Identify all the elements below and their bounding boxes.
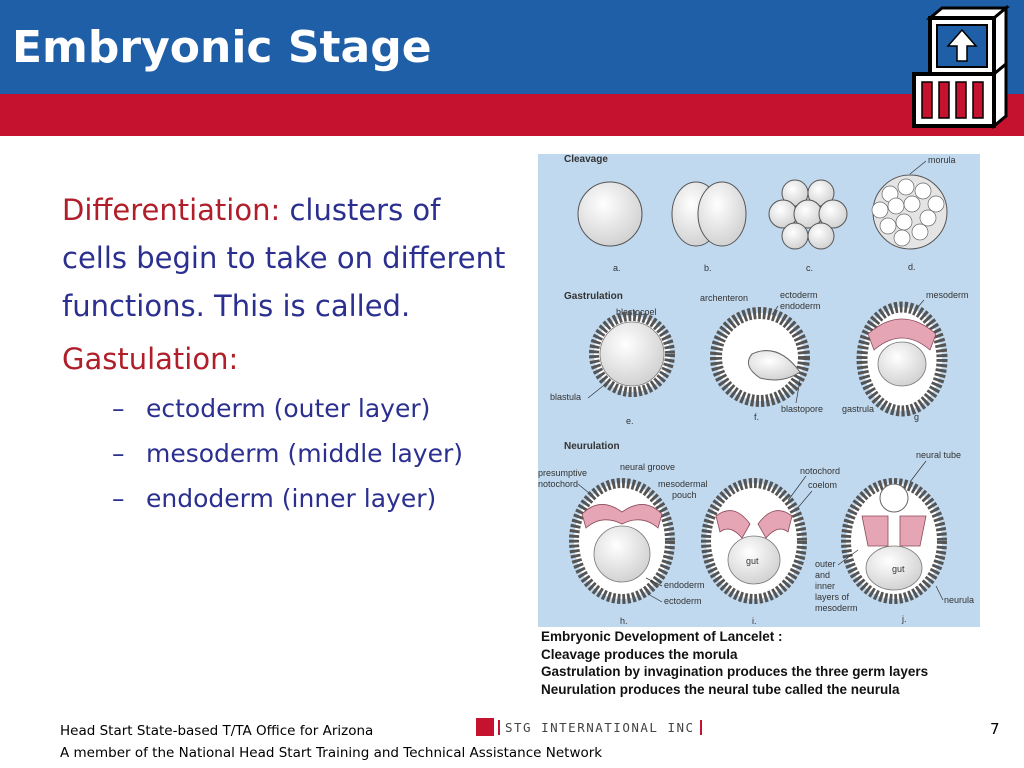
- label-outer: outer: [815, 559, 836, 569]
- list-item-mesoderm: –mesoderm (middle layer): [62, 433, 512, 475]
- label-gut-i: gut: [746, 556, 759, 566]
- stg-logo-text: STG INTERNATIONAL INC: [498, 719, 702, 735]
- footer-text: Head Start State-based T/TA Office for A…: [60, 720, 602, 764]
- label-mesodermal: mesodermal: [658, 479, 708, 489]
- morula-cell-cluster: [871, 174, 948, 250]
- panel-i: i.: [752, 616, 757, 626]
- panel-c: c.: [806, 263, 813, 273]
- caption-line-neurulation: Neurulation produces the neural tube cal…: [541, 681, 900, 697]
- label-neural-tube: neural tube: [916, 450, 961, 460]
- label-endoderm-h: endoderm: [664, 580, 705, 590]
- label-blastula: blastula: [550, 392, 581, 402]
- figure-caption: Embryonic Development of Lancelet : Clea…: [538, 627, 980, 705]
- section-neurulation: Neurulation: [564, 441, 620, 452]
- embryo-illustration: Cleavage morula a. b. c.: [538, 154, 974, 626]
- footer-network: A member of the National Head Start Trai…: [60, 745, 603, 761]
- accent-bar: [0, 94, 1024, 136]
- dash-bullet: –: [112, 484, 125, 513]
- label-mesoderm-j: mesoderm: [815, 603, 858, 613]
- page-number: 7: [990, 720, 1000, 738]
- paragraph-text: clusters of cells begin to take on diffe…: [62, 193, 506, 323]
- germ-layer-list: –ectoderm (outer layer) –mesoderm (middl…: [62, 388, 512, 520]
- panel-b: b.: [704, 263, 712, 273]
- paragraph-gastulation: Gastulation:: [62, 335, 512, 383]
- stg-logo: STG INTERNATIONAL INC: [476, 715, 702, 739]
- label-morula: morula: [928, 155, 956, 165]
- lancelet-development-figure: Cleavage morula a. b. c.: [538, 154, 980, 627]
- label-mesoderm: mesoderm: [926, 290, 969, 300]
- slide-title: Embryonic Stage: [12, 22, 432, 73]
- list-item-text: mesoderm (middle layer): [146, 439, 463, 468]
- label-inner: inner: [815, 581, 835, 591]
- panel-a: a.: [613, 263, 621, 273]
- label-pouch: pouch: [672, 490, 697, 500]
- footer-office: Head Start State-based T/TA Office for A…: [60, 723, 374, 739]
- stg-mark-icon: [476, 718, 494, 736]
- section-gastrulation: Gastrulation: [564, 291, 623, 302]
- label-presumptive: presumptive: [538, 468, 587, 478]
- list-item-endoderm: –endoderm (inner layer): [62, 478, 512, 520]
- section-cleavage: Cleavage: [564, 154, 608, 165]
- label-layers-of: layers of: [815, 592, 850, 602]
- list-item-ectoderm: –ectoderm (outer layer): [62, 388, 512, 430]
- slide-body: Differentiation: clusters of cells begin…: [62, 186, 512, 523]
- panel-j: j.: [901, 614, 907, 624]
- term-gastulation: Gastulation:: [62, 342, 239, 376]
- label-neurula: neurula: [944, 595, 974, 605]
- label-endoderm: endoderm: [780, 301, 821, 311]
- list-item-text: endoderm (inner layer): [146, 484, 437, 513]
- term-differentiation: Differentiation:: [62, 193, 281, 227]
- label-neural-groove: neural groove: [620, 462, 675, 472]
- label-archenteron: archenteron: [700, 293, 748, 303]
- caption-title: Embryonic Development of Lancelet :: [541, 629, 783, 644]
- label-notochord: notochord: [800, 466, 840, 476]
- paragraph-differentiation: Differentiation: clusters of cells begin…: [62, 186, 512, 330]
- dash-bullet: –: [112, 439, 125, 468]
- label-coelom: coelom: [808, 480, 837, 490]
- label-notochord-presumptive: notochord: [538, 479, 578, 489]
- label-ectoderm-h: ectoderm: [664, 596, 702, 606]
- dash-bullet: –: [112, 394, 125, 423]
- label-blastopore: blastopore: [781, 404, 823, 414]
- panel-g: g: [914, 412, 919, 422]
- title-bar: [0, 0, 1024, 94]
- caption-line-gastrulation: Gastrulation by invagination produces th…: [541, 664, 929, 679]
- building-blocks-logo-icon: [912, 4, 1011, 130]
- zygote-cell: [577, 181, 643, 247]
- label-gastrula: gastrula: [842, 404, 874, 414]
- list-item-text: ectoderm (outer layer): [146, 394, 431, 423]
- label-ectoderm: ectoderm: [780, 290, 818, 300]
- panel-h: h.: [620, 616, 628, 626]
- label-gut-j: gut: [892, 564, 905, 574]
- caption-line-cleavage: Cleavage produces the morula: [541, 646, 738, 662]
- panel-d: d.: [908, 262, 916, 272]
- panel-e: e.: [626, 416, 634, 426]
- panel-f: f.: [754, 412, 759, 422]
- label-and: and: [815, 570, 830, 580]
